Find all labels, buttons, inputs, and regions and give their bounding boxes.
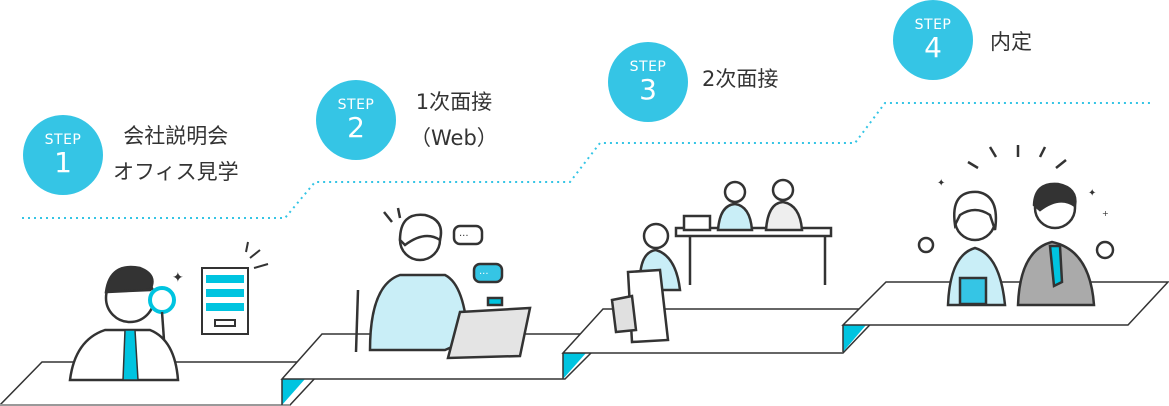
step-prefix: STEP — [44, 132, 82, 148]
illustration-web-interview: ··· ··· — [354, 207, 532, 360]
illustration-offer-celebration: ✦ ✦ + — [917, 145, 1115, 307]
step-3-title-line-1: 2次面接 — [702, 67, 779, 91]
step-number: 1 — [54, 146, 72, 179]
step-1-title-line-2: オフィス見学 — [113, 160, 239, 184]
step-2-title-line-1: 1次面接 — [415, 90, 493, 114]
chat-bubble-icon — [472, 262, 504, 284]
platform-step-2 — [280, 333, 612, 405]
step-number: 4 — [924, 31, 942, 64]
svg-text:+: + — [1102, 209, 1109, 218]
step-3-badge: STEP 3 — [608, 42, 688, 122]
svg-text:✦: ✦ — [937, 178, 945, 189]
step-4-title: 内定 — [990, 24, 1032, 60]
step-2-title: 1次面接 （Web） — [410, 84, 498, 156]
step-2-title-line-2: （Web） — [410, 126, 498, 150]
step-3-title: 2次面接 — [702, 61, 778, 97]
step-1-title: 会社説明会 オフィス見学 — [113, 118, 239, 190]
svg-text:✦: ✦ — [172, 270, 184, 286]
step-4-title-line-1: 内定 — [990, 30, 1032, 54]
step-1-title-line-1: 会社説明会 — [123, 124, 229, 148]
svg-text:···: ··· — [459, 231, 469, 242]
step-prefix: STEP — [337, 97, 375, 113]
svg-text:···: ··· — [479, 269, 489, 280]
progress-dotted-line — [22, 102, 1150, 219]
step-number: 3 — [639, 73, 657, 106]
step-1-badge: STEP 1 — [23, 115, 103, 195]
svg-text:✦: ✦ — [1088, 188, 1096, 199]
illustration-panel-interview — [610, 178, 833, 344]
platform-step-3 — [561, 308, 887, 379]
office-building-icon — [201, 241, 269, 335]
step-2-badge: STEP 2 — [316, 80, 396, 160]
laptop-icon — [446, 306, 532, 360]
step-number: 2 — [347, 111, 365, 144]
step-prefix: STEP — [914, 17, 952, 33]
illustration-man-magnifier: ✦ — [68, 265, 184, 382]
step-prefix: STEP — [629, 59, 667, 75]
step-4-badge: STEP 4 — [893, 0, 973, 80]
magnifier-icon — [148, 286, 176, 314]
platform-step-4 — [841, 281, 1169, 352]
